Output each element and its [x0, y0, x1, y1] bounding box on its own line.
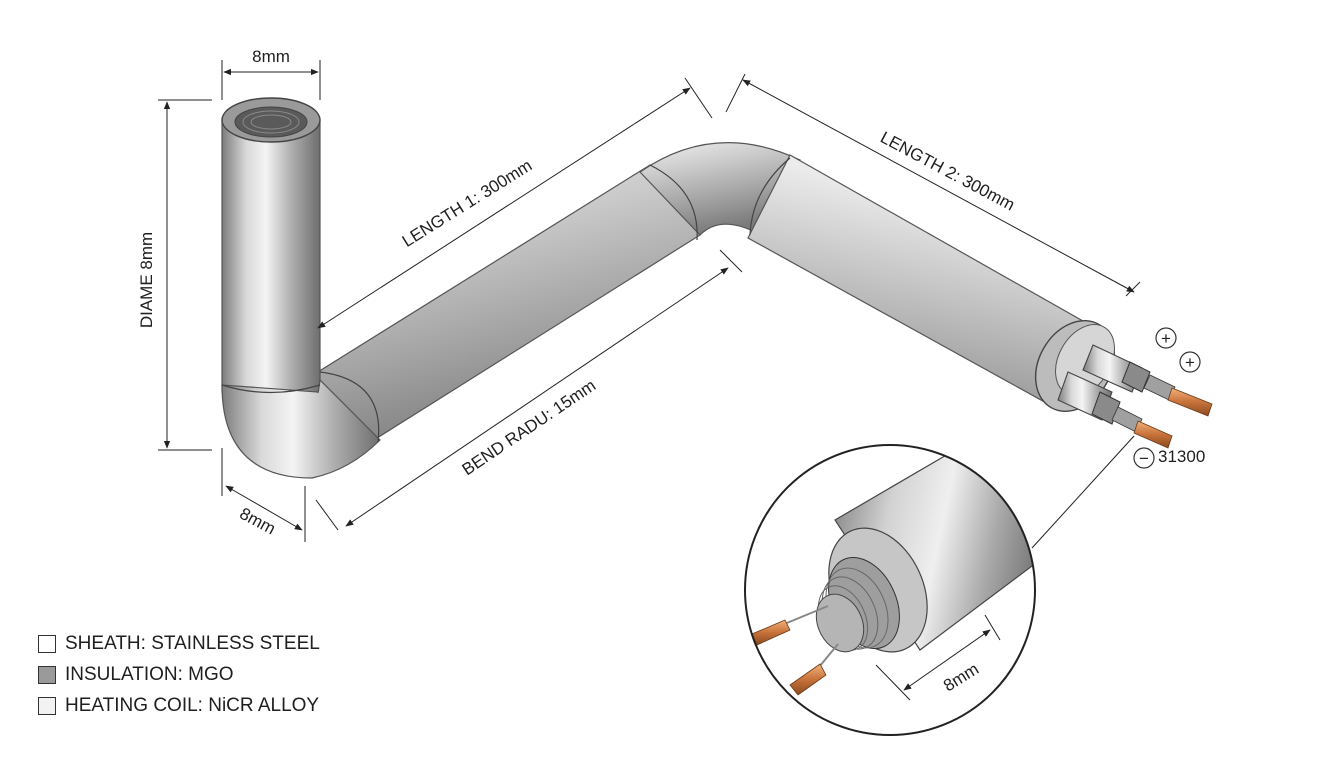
- upper-copper-lead: [1167, 387, 1213, 417]
- plus-a-label: +: [1161, 329, 1171, 348]
- diameter-label: DIAME 8mm: [137, 232, 156, 328]
- tube-bottom-elbow: [221, 378, 381, 479]
- legend-item-insulation: INSULATION: MGO: [38, 659, 320, 690]
- heater-tube: [221, 97, 1091, 479]
- bottom-width-label: 8mm: [236, 504, 278, 539]
- lower-copper-lead: [1133, 420, 1173, 449]
- detail-core: [815, 593, 865, 653]
- detail-circle-outline: [744, 444, 1036, 736]
- legend-item-sheath: SHEATH: STAINLESS STEEL: [38, 628, 320, 659]
- minus-value-label: 31300: [1158, 447, 1205, 466]
- dimension-lines: [158, 60, 1141, 549]
- bend-radius-label: BEND RADU: 15mm: [459, 376, 600, 479]
- minus-symbol: [1133, 447, 1155, 469]
- legend-label-coil: HEATING COIL: NiCR ALLOY: [65, 694, 320, 716]
- minus-label: −: [1139, 449, 1149, 468]
- legend-swatch-coil: [38, 696, 56, 715]
- cross-section-detail: 8mm: [744, 444, 1036, 736]
- tube-vertical-riser: [221, 119, 321, 393]
- plus-b-label: +: [1185, 353, 1195, 372]
- length2-label: LENGTH 2: 300mm: [877, 128, 1018, 215]
- plus-symbol-a: [1155, 327, 1177, 349]
- legend-swatch-sheath: [38, 634, 56, 653]
- legend-item-coil: HEATING COIL: NiCR ALLOY: [38, 690, 320, 721]
- detail-copper-lead-b: [789, 663, 827, 696]
- legend: SHEATH: STAINLESS STEEL INSULATION: MGO …: [38, 628, 320, 721]
- plus-symbol-b: [1179, 351, 1201, 373]
- terminal-end: [1034, 320, 1213, 449]
- length1-label: LENGTH 1: 300mm: [399, 156, 536, 251]
- legend-label-sheath: SHEATH: STAINLESS STEEL: [65, 632, 320, 654]
- detail-copper-lead-a: [751, 619, 791, 646]
- top-width-label: 8mm: [252, 47, 290, 66]
- legend-swatch-insulation: [38, 665, 56, 684]
- terminal-symbols: + + − 31300: [1133, 327, 1205, 469]
- legend-label-insulation: INSULATION: MGO: [65, 663, 234, 685]
